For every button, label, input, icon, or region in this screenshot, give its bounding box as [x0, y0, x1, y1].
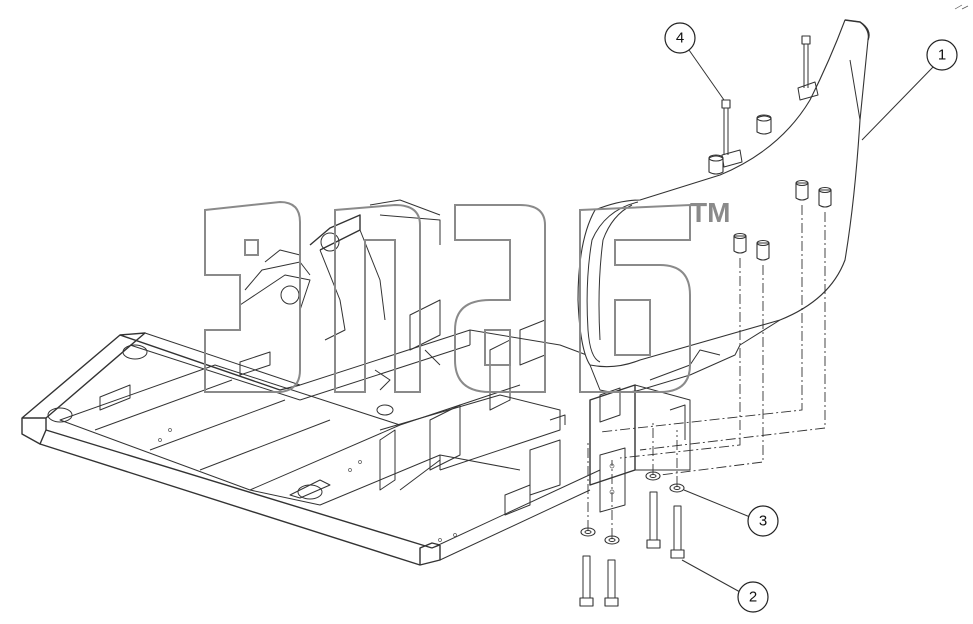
assembly-centerlines: [587, 205, 826, 538]
callout-4: 4: [664, 22, 725, 101]
bolt: [646, 491, 661, 549]
callout-2-label: 2: [749, 589, 757, 606]
spacer: [795, 180, 809, 201]
lifting-bolts: [721, 35, 811, 155]
chassis-frame: [21, 199, 601, 566]
watermark-trademark: TM: [690, 197, 730, 228]
spacer: [818, 187, 832, 208]
callout-2: 2: [681, 559, 769, 613]
spacer: [756, 240, 770, 261]
mounting-bolts: [579, 471, 685, 607]
corner-mark: [954, 4, 969, 10]
watermark-logo: TM: [204, 197, 730, 393]
bolt: [670, 505, 685, 559]
bolt: [604, 559, 619, 607]
bolt: [579, 555, 594, 607]
callout-3: 3: [683, 489, 779, 537]
spacer: [733, 233, 747, 254]
callout-4-label: 4: [676, 30, 684, 47]
spacers: [733, 180, 832, 261]
callout-3-label: 3: [759, 513, 767, 530]
callout-1-label: 1: [938, 47, 946, 64]
callout-1: 1: [861, 39, 958, 141]
